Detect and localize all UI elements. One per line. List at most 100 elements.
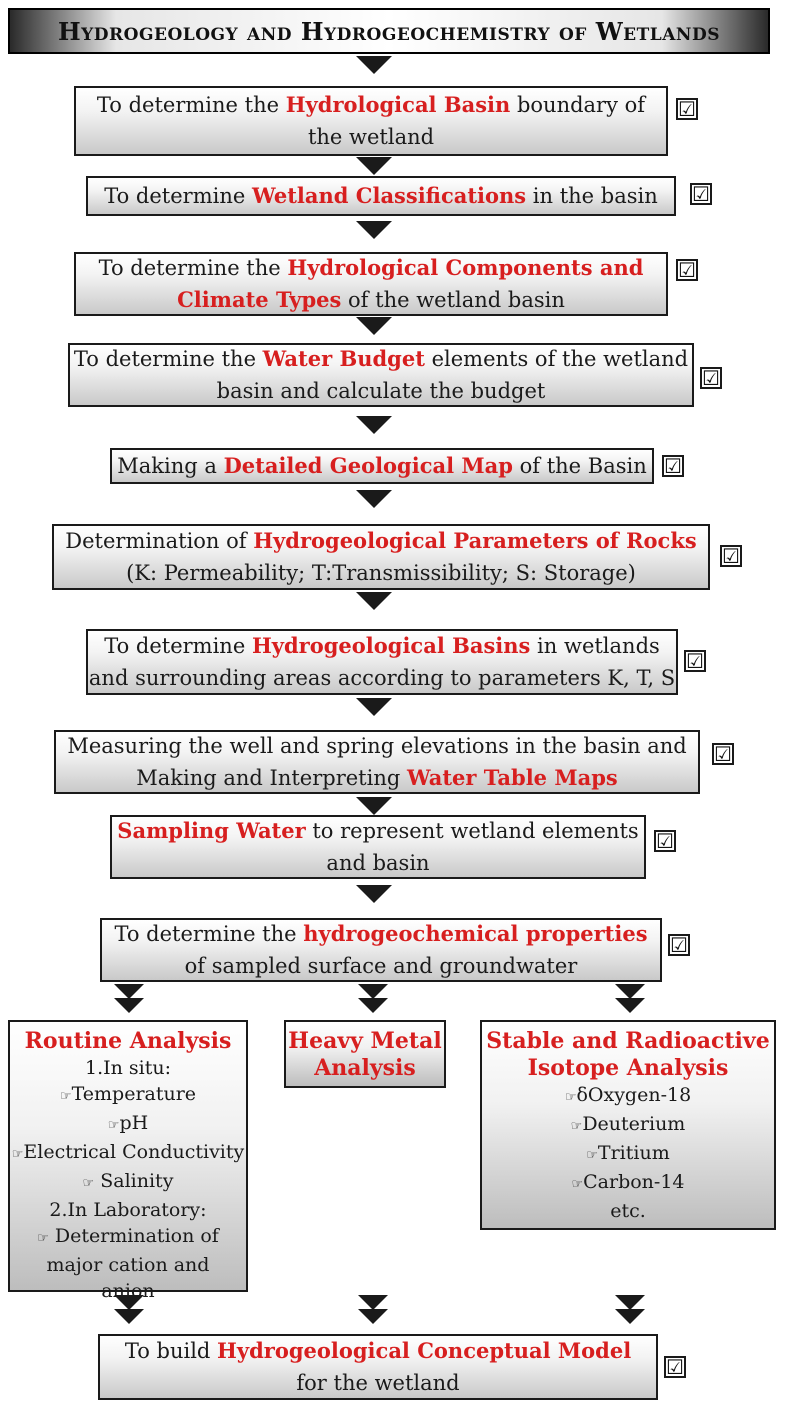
flow-arrow bbox=[114, 998, 144, 1013]
step-text-line: Measuring the well and spring elevations… bbox=[67, 730, 686, 762]
step-wetland-classifications: To determine Wetland Classifications in … bbox=[86, 176, 676, 216]
checkbox-icon: ☑ bbox=[712, 743, 734, 765]
step-text: and basin bbox=[326, 851, 430, 875]
analysis-item-text: Carbon-14 bbox=[583, 1171, 685, 1193]
checkbox-icon: ☑ bbox=[690, 183, 712, 205]
analysis-item-text: Salinity bbox=[94, 1170, 174, 1192]
pointing-hand-icon: ☞ bbox=[107, 1118, 120, 1133]
pointing-hand-icon: ☞ bbox=[37, 1231, 49, 1246]
step-text: the wetland bbox=[307, 125, 435, 149]
analysis-item: ☞Tritium bbox=[482, 1140, 774, 1169]
flow-arrow bbox=[114, 1295, 144, 1310]
analysis-item: ☞δOxygen-18 bbox=[482, 1082, 774, 1111]
analysis-item-text: Tritium bbox=[597, 1142, 670, 1164]
highlight-text: Detailed Geological Map bbox=[223, 453, 513, 478]
highlight-text: Hydrogeological Conceptual Model bbox=[217, 1338, 632, 1363]
step-text: To determine bbox=[104, 634, 252, 658]
analysis-item: major cation and bbox=[10, 1252, 246, 1278]
flow-arrow bbox=[356, 317, 392, 335]
step-text: (K: Permeability; T:Transmissibility; S:… bbox=[126, 561, 636, 585]
highlight-text: Wetland Classifications bbox=[251, 183, 527, 208]
step-text: in the basin bbox=[526, 184, 658, 208]
pointing-hand-icon: ☞ bbox=[586, 1148, 598, 1163]
step-text-line: and basin bbox=[326, 847, 429, 879]
checkbox-icon: ☑ bbox=[654, 830, 676, 852]
pointing-hand-icon: ☞ bbox=[571, 1177, 584, 1192]
highlight-text: Hydrological Basin bbox=[285, 92, 511, 117]
step-text: To determine the bbox=[96, 93, 286, 117]
flow-arrow bbox=[114, 1309, 144, 1324]
highlight-text: Water Budget bbox=[262, 346, 425, 371]
flow-arrow bbox=[356, 490, 392, 508]
analysis-item-text: Determination of bbox=[48, 1225, 219, 1247]
highlight-text: Sampling Water bbox=[117, 818, 306, 843]
analysis-item-text: Electrical Conductivity bbox=[23, 1141, 245, 1163]
step-text-line: basin and calculate the budget bbox=[217, 375, 546, 407]
flow-arrow bbox=[356, 698, 392, 716]
flow-arrow bbox=[615, 984, 645, 999]
analysis-item-text: Temperature bbox=[71, 1083, 197, 1105]
step-text: To determine the bbox=[73, 347, 263, 371]
checkbox-icon: ☑ bbox=[662, 455, 684, 477]
analysis-item-text: pH bbox=[119, 1112, 149, 1134]
step-text-line: the wetland bbox=[308, 121, 434, 153]
pointing-hand-icon: ☞ bbox=[59, 1089, 72, 1104]
step-text: of the wetland basin bbox=[341, 288, 565, 312]
analysis-item: 2.In Laboratory: bbox=[10, 1197, 246, 1223]
analysis-title: Analysis bbox=[314, 1055, 416, 1081]
checkbox-icon: ☑ bbox=[676, 259, 698, 281]
step-text-line: of sampled surface and groundwater bbox=[185, 950, 578, 982]
analysis-item: etc. bbox=[482, 1198, 774, 1224]
flow-arrow bbox=[615, 1295, 645, 1310]
step-text-line: To determine the Hydrological Basin boun… bbox=[97, 89, 645, 121]
step-text-line: Making a Detailed Geological Map of the … bbox=[117, 450, 646, 482]
step-sampling-water: Sampling Water to represent wetland elem… bbox=[110, 815, 646, 879]
step-text: Making and Interpreting bbox=[136, 766, 407, 790]
analysis-title: Stable and Radioactive bbox=[486, 1028, 770, 1054]
flow-arrow bbox=[356, 416, 392, 434]
diagram-title: Hydrogeology and Hydrogeochemistry of We… bbox=[8, 8, 770, 54]
analysis-title: Heavy Metal bbox=[288, 1028, 442, 1054]
step-text-line: Making and Interpreting Water Table Maps bbox=[136, 762, 617, 794]
flow-arrow bbox=[356, 56, 392, 74]
flow-arrow bbox=[356, 592, 392, 610]
analysis-item: ☞Carbon-14 bbox=[482, 1169, 774, 1198]
step-text: Making a bbox=[117, 454, 224, 478]
step-text-line: Determination of Hydrogeological Paramet… bbox=[65, 525, 696, 557]
pointing-hand-icon: ☞ bbox=[82, 1176, 95, 1191]
step-geological-map: Making a Detailed Geological Map of the … bbox=[110, 448, 654, 484]
step-hydrogeological-parameters: Determination of Hydrogeological Paramet… bbox=[52, 524, 710, 590]
step-water-table-maps: Measuring the well and spring elevations… bbox=[54, 730, 700, 794]
analysis-item: ☞pH bbox=[10, 1110, 246, 1139]
analysis-item-text: 1.In situ: bbox=[84, 1057, 171, 1079]
flow-arrow bbox=[358, 984, 388, 999]
step-text: basin and calculate the budget bbox=[216, 379, 546, 403]
step-text-line: To build Hydrogeological Conceptual Mode… bbox=[125, 1335, 631, 1367]
step-text: To determine the bbox=[114, 922, 304, 946]
step-text: of the Basin bbox=[512, 454, 647, 478]
analysis-title: Routine Analysis bbox=[24, 1028, 232, 1054]
analysis-item: ☞Electrical Conductivity bbox=[10, 1139, 246, 1168]
analysis-title: Isotope Analysis bbox=[527, 1055, 729, 1081]
flow-arrow bbox=[615, 1309, 645, 1324]
checkbox-icon: ☑ bbox=[676, 98, 698, 120]
step-text: Determination of bbox=[65, 529, 254, 553]
highlight-text: Hydrological Components and bbox=[287, 255, 644, 280]
analysis-item: ☞Temperature bbox=[10, 1081, 246, 1110]
step-hydrogeochemical-properties: To determine the hydrogeochemical proper… bbox=[100, 918, 662, 982]
step-text: of sampled surface and groundwater bbox=[184, 954, 578, 978]
flow-arrow bbox=[114, 984, 144, 999]
step-text: To build bbox=[124, 1339, 218, 1363]
flow-arrow bbox=[358, 1295, 388, 1310]
checkbox-icon: ☑ bbox=[684, 650, 706, 672]
highlight-text: Climate Types bbox=[177, 287, 342, 312]
step-text-line: To determine the Water Budget elements o… bbox=[74, 343, 688, 375]
step-text-line: Climate Types of the wetland basin bbox=[177, 284, 565, 316]
flow-arrow bbox=[356, 797, 392, 815]
step-text: To determine the bbox=[98, 256, 288, 280]
step-text: elements of the wetland bbox=[424, 347, 689, 371]
step-text: boundary of bbox=[510, 93, 646, 117]
step-text: in wetlands bbox=[530, 634, 660, 658]
